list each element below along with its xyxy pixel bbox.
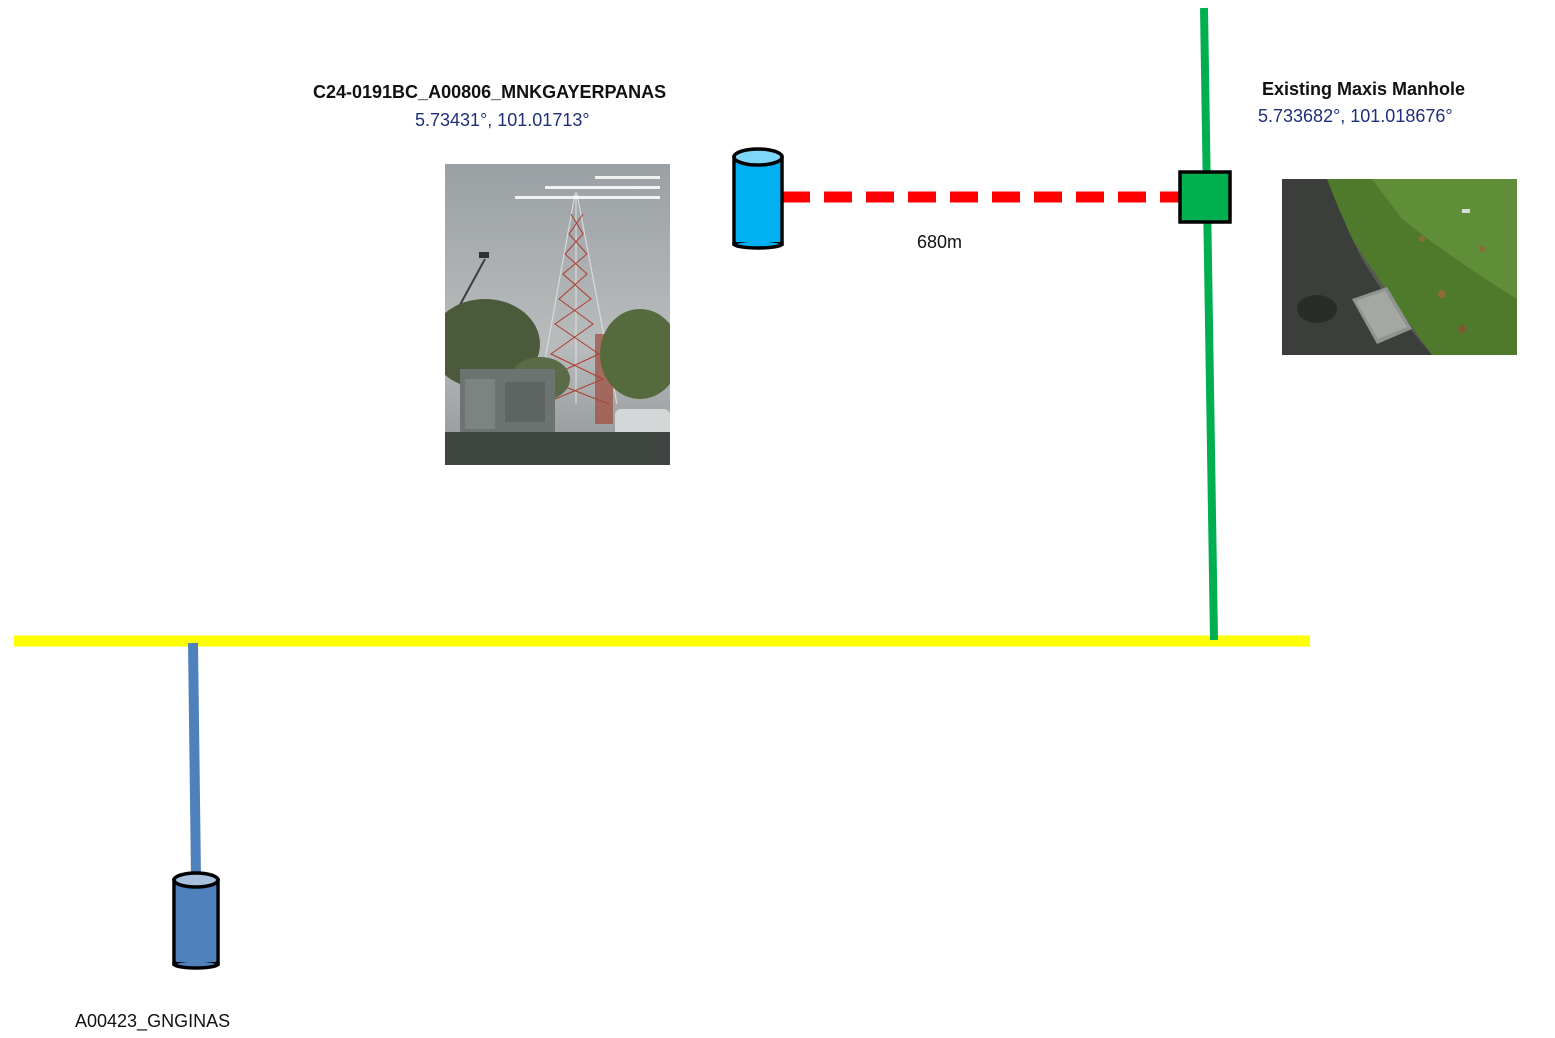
site-name-label: C24-0191BC_A00806_MNKGAYERPANAS [313, 82, 667, 102]
manhole-name-label: Existing Maxis Manhole [1262, 79, 1466, 99]
site-coords-label: 5.73431°, 101.01713° [415, 110, 590, 130]
maxis-route-line [1200, 7, 1218, 641]
remote-site-name-label: A00423_GNGINAS [75, 1011, 231, 1031]
site-cylinder-icon [732, 147, 784, 250]
distance-label: 680m [917, 232, 963, 252]
remote-site-branch-line [188, 642, 201, 879]
manhole-coords-label: 5.733682°, 101.018676° [1258, 106, 1453, 126]
tower-photo [445, 164, 670, 465]
remote-site-cylinder-icon [172, 871, 220, 970]
manhole-icon [1178, 170, 1232, 224]
manhole-photo [1282, 179, 1517, 355]
